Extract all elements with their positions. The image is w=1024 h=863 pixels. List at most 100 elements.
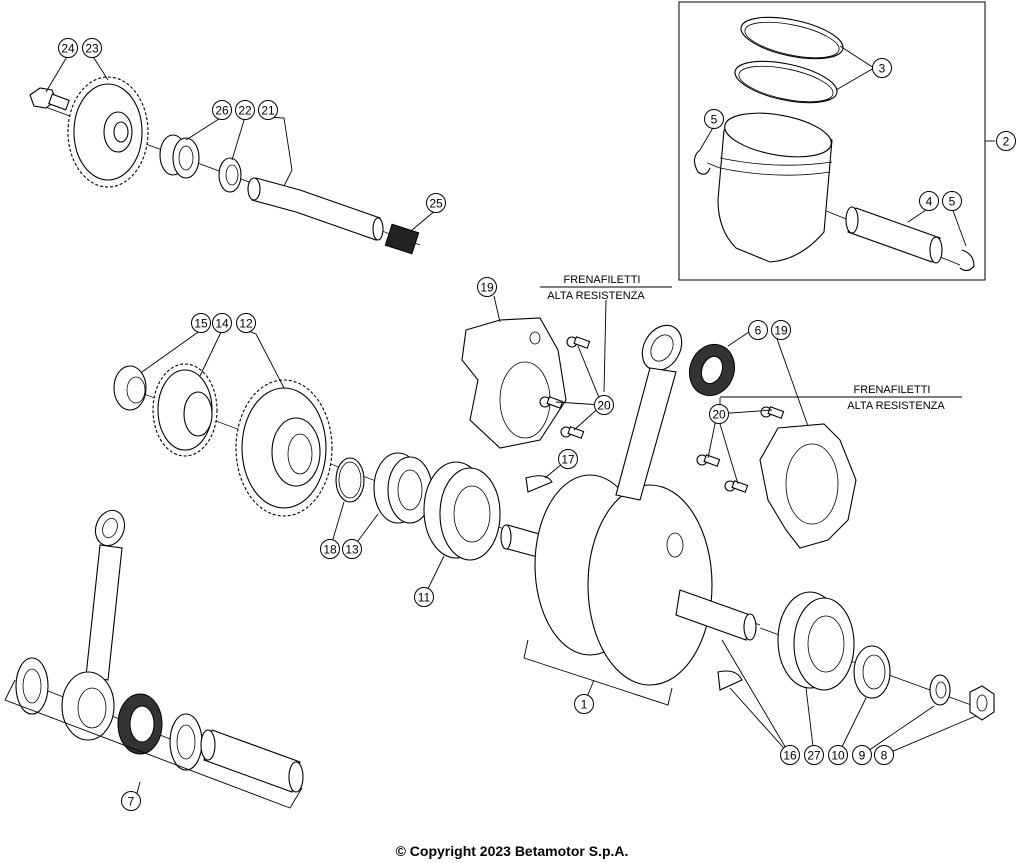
conrod-kit-7 (4, 509, 304, 809)
shaft-21 (247, 177, 384, 241)
callout-circle (258, 100, 278, 120)
callout-circle (477, 277, 497, 297)
callout-20: 20 (594, 395, 614, 415)
bracket-19-right (696, 406, 857, 549)
callout-circle (574, 694, 594, 714)
callout-circle (558, 449, 578, 469)
svg-text:FRENAFILETTI: FRENAFILETTI (563, 274, 640, 286)
gear-23 (67, 76, 149, 188)
piston-group (693, 16, 975, 272)
gears-group (113, 363, 761, 626)
callout-number: 17 (561, 453, 575, 467)
callout-6: 6 (748, 320, 768, 340)
callout-8: 8 (874, 745, 894, 765)
callout-number: 18 (323, 543, 337, 557)
callout-4: 4 (919, 191, 939, 211)
callout-7: 7 (121, 791, 141, 811)
callout-circle (771, 320, 791, 340)
callout-number: 27 (807, 749, 821, 763)
bushing-26 (159, 134, 200, 179)
seal-bearing-left (335, 452, 501, 561)
callout-number: 8 (881, 749, 888, 763)
callout-circle (212, 313, 232, 333)
callout-9: 9 (852, 745, 872, 765)
callout-number: 5 (949, 195, 956, 209)
callout-13: 13 (342, 539, 362, 559)
callout-circle (996, 131, 1016, 151)
callout-1: 1 (574, 694, 594, 714)
callout-number: 7 (128, 795, 135, 809)
svg-text:FRENAFILETTI: FRENAFILETTI (853, 384, 930, 396)
callout-circle (594, 395, 614, 415)
needle-bearing-25 (384, 223, 420, 255)
callout-circle (852, 745, 872, 765)
callout-number: 24 (61, 42, 75, 56)
callout-21: 21 (258, 100, 278, 120)
callout-17: 17 (558, 449, 578, 469)
callout-circle (82, 38, 102, 58)
svg-text:ALTA RESISTENZA: ALTA RESISTENZA (547, 290, 645, 302)
callout-number: 11 (418, 591, 431, 605)
thread-locker-note-1: FRENAFILETTI ALTA RESISTENZA (540, 274, 672, 302)
callout-number: 22 (238, 104, 252, 118)
callout-number: 19 (480, 281, 494, 295)
callout-number: 13 (345, 543, 359, 557)
callout-5: 5 (942, 191, 962, 211)
callout-16: 16 (780, 745, 800, 765)
callout-number: 3 (879, 62, 886, 76)
callout-23: 23 (82, 38, 102, 58)
callout-10: 10 (828, 745, 848, 765)
callout-circle (342, 539, 362, 559)
callout-number: 26 (215, 104, 229, 118)
callout-24: 24 (58, 38, 78, 58)
callout-circle (804, 745, 824, 765)
kickstart-shaft-group (29, 76, 421, 255)
callout-number: 2 (1003, 135, 1010, 149)
callout-12: 12 (236, 313, 256, 333)
callout-circle (874, 745, 894, 765)
svg-text:ALTA RESISTENZA: ALTA RESISTENZA (847, 400, 945, 412)
callout-22: 22 (235, 100, 255, 120)
callout-number: 16 (783, 749, 797, 763)
callout-11: 11 (414, 587, 434, 607)
callout-circle (704, 109, 724, 129)
callout-3: 3 (872, 58, 892, 78)
callout-circle (709, 404, 729, 424)
callout-2: 2 (996, 131, 1016, 151)
callout-26: 26 (212, 100, 232, 120)
copyright-text: © Copyright 2023 Betamotor S.p.A. (395, 843, 629, 859)
connecting-rod (615, 324, 736, 501)
callout-number: 10 (831, 749, 845, 763)
callout-number: 9 (859, 749, 866, 763)
callout-number: 20 (712, 408, 726, 422)
callout-circle (780, 745, 800, 765)
callout-19: 19 (771, 320, 791, 340)
callout-circle (121, 791, 141, 811)
callout-circle (828, 745, 848, 765)
callout-circle (748, 320, 768, 340)
callout-circle (919, 191, 939, 211)
callout-number: 19 (774, 324, 788, 338)
callout-19: 19 (477, 277, 497, 297)
crankshaft-bracket (523, 639, 673, 706)
callout-number: 20 (597, 399, 611, 413)
callout-15: 15 (191, 313, 211, 333)
callout-circle (235, 100, 255, 120)
callout-20: 20 (709, 404, 729, 424)
callout-circle (426, 193, 446, 213)
callout-circle (191, 313, 211, 333)
callout-25: 25 (426, 193, 446, 213)
callout-number: 6 (755, 324, 762, 338)
callout-number: 15 (194, 317, 208, 331)
bolt-24 (29, 87, 70, 111)
crankshaft-1 (500, 474, 757, 691)
right-side-parts (759, 591, 995, 721)
callout-number: 5 (711, 113, 718, 127)
callout-circle (414, 587, 434, 607)
thread-locker-note-2: FRENAFILETTI ALTA RESISTENZA (720, 384, 962, 412)
callout-circle (58, 38, 78, 58)
bracket-19-left (461, 317, 591, 449)
callout-number: 1 (581, 698, 588, 712)
callout-18: 18 (320, 539, 340, 559)
